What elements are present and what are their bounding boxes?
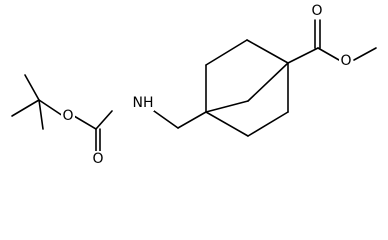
ester-carbonyl-oxygen: O [311, 3, 322, 19]
bond-tbu-2 [24, 74, 40, 101]
bond-tbu-1 [11, 99, 40, 117]
structure-diagram: O O NH O O [11, 3, 377, 167]
bond-cage-ester [287, 47, 319, 64]
bonds [11, 19, 377, 160]
bond-ch2-cage [177, 111, 207, 129]
carbamate-carbonyl-oxygen: O [92, 151, 103, 167]
bond-c-carbamate-right [95, 110, 113, 130]
carbamate-ether-oxygen: O [62, 108, 73, 124]
bond-cage-2 [205, 39, 248, 66]
bond-ester-oc [317, 47, 340, 61]
atom-labels: O O NH O O [61, 3, 353, 167]
bond-tbu-3 [38, 99, 44, 130]
bond-cage-5 [247, 111, 289, 137]
ester-ether-oxygen: O [340, 53, 351, 69]
amide-nh-label: NH [133, 95, 154, 111]
bond-tbu-4 [38, 99, 64, 117]
bond-cage-3 [246, 39, 289, 64]
bond-o-c-carbamate-left [73, 115, 97, 130]
bond-cage-7 [205, 100, 249, 113]
bond-n-ch2 [153, 110, 179, 129]
bond-cage-4 [205, 111, 249, 137]
bond-cage-8 [247, 62, 289, 102]
bond-ester-methyl [353, 47, 377, 61]
